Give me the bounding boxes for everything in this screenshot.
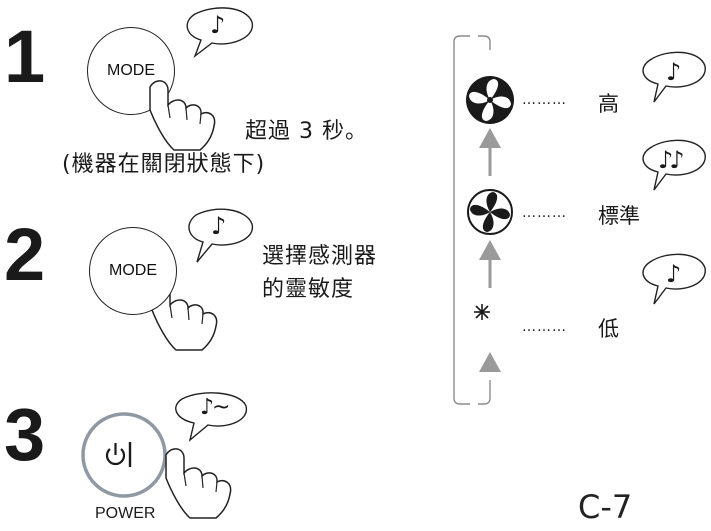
sleep-moon-icon — [470, 300, 510, 350]
step-2-text-line-2: 的靈敏度 — [262, 277, 355, 302]
bubble-high-note: ♪ — [666, 58, 682, 86]
power-label: POWER — [95, 505, 156, 522]
level-high-label: 高 — [598, 92, 619, 116]
mode-button[interactable]: MODE — [89, 227, 177, 315]
page-number: C-7 — [578, 488, 633, 526]
level-standard-label: 標準 — [598, 204, 640, 228]
dot-leader: ……… — [522, 92, 567, 108]
bubble-2-note: ♪ — [211, 212, 227, 240]
step-1-text-line-1: 超過 3 秒。 — [245, 119, 368, 144]
bubble-3-note: ♪~ — [200, 395, 231, 420]
fan-standard-icon — [468, 190, 512, 234]
bubble-1-note: ♪ — [210, 11, 226, 39]
step-1-number: 1 — [4, 15, 46, 98]
step-2-text-line-1: 選擇感測器 — [262, 244, 378, 269]
step-1-text-line-2: (機器在關閉狀態下) — [62, 152, 266, 177]
step-2-number: 2 — [4, 213, 46, 296]
dot-leader: ……… — [522, 205, 567, 221]
dot-leader: ……… — [522, 319, 567, 335]
power-button[interactable] — [83, 414, 165, 496]
level-low-label: 低 — [598, 317, 619, 341]
fan-high-icon — [466, 76, 514, 124]
bubble-low-note: ♪ — [666, 260, 682, 288]
step-3-number: 3 — [4, 393, 46, 476]
bubble-standard-note: ♪♪ — [658, 146, 685, 174]
